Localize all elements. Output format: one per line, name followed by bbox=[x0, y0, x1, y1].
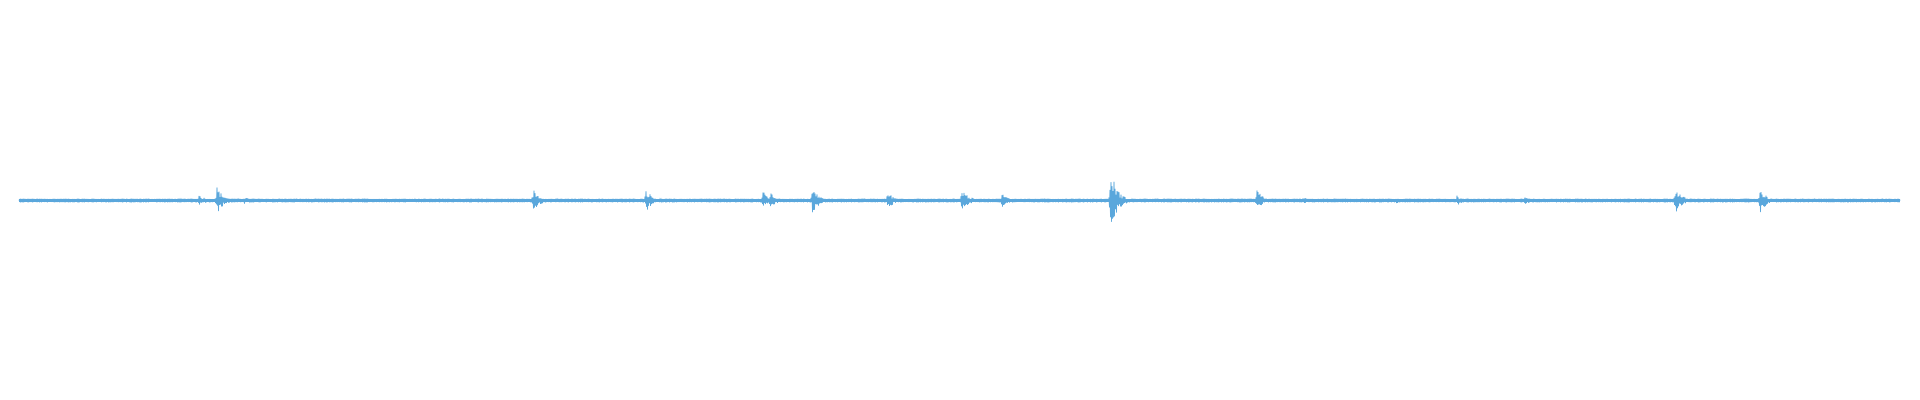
waveform-signal bbox=[18, 181, 1901, 222]
